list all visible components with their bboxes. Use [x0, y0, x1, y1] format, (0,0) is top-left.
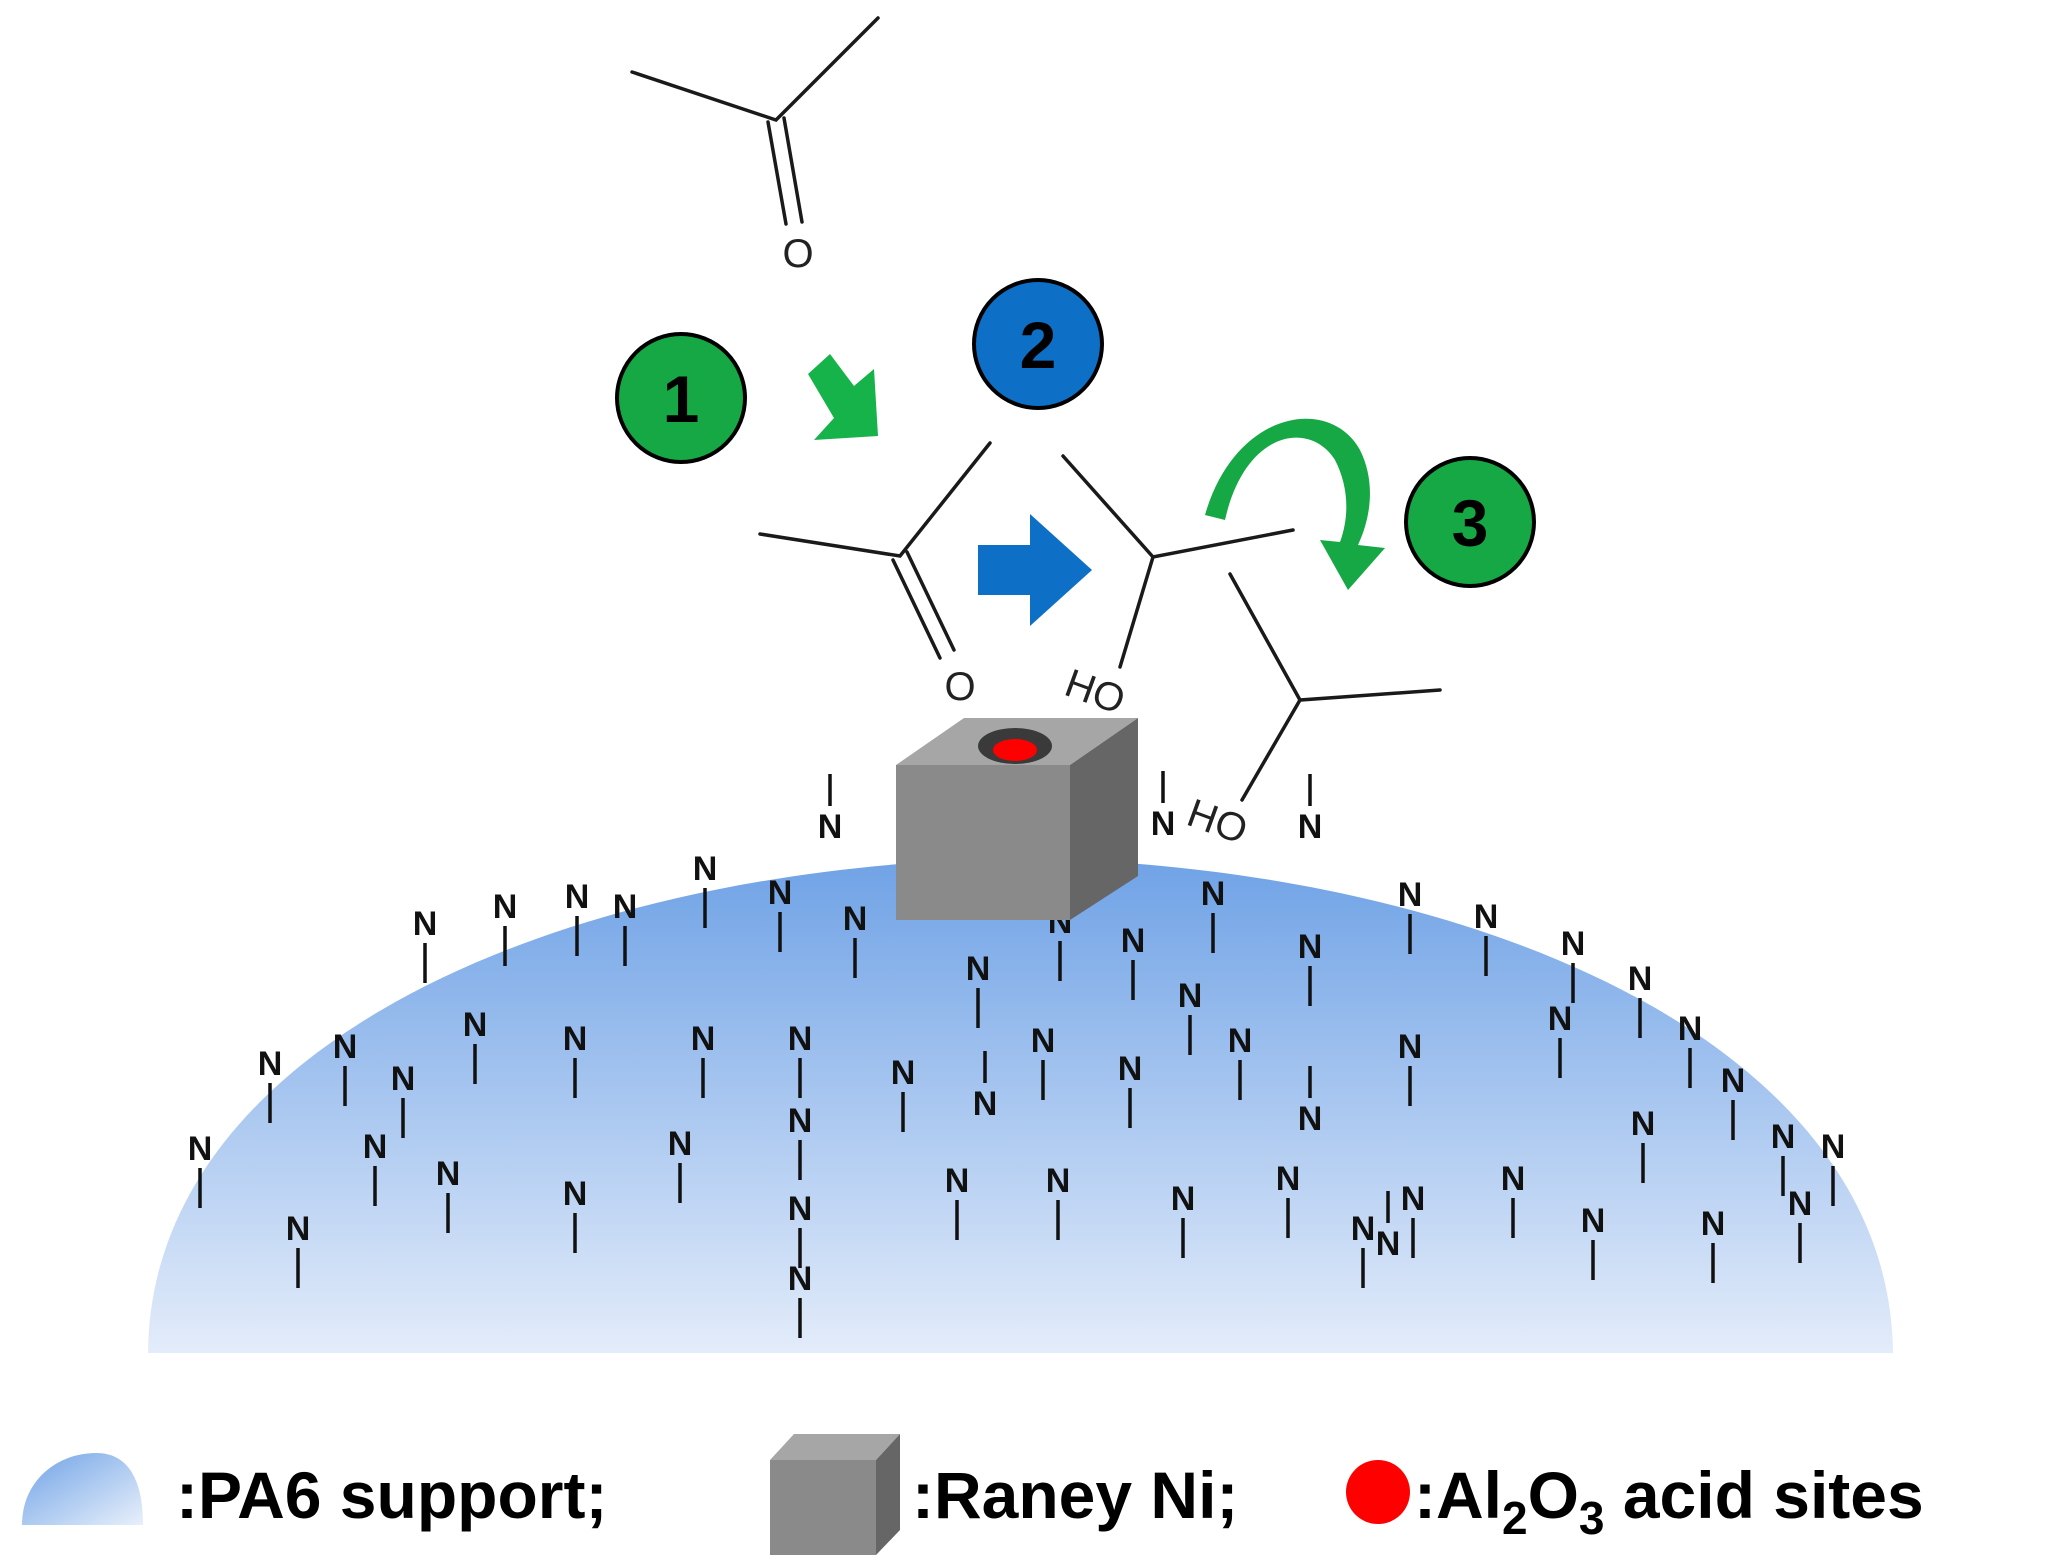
legend-raney-icon: [770, 1434, 900, 1555]
n-atom: N: [363, 1128, 388, 1166]
n-atom: N: [1376, 1225, 1401, 1263]
n-atom: N: [1121, 922, 1146, 960]
n-atom: N: [1771, 1118, 1796, 1156]
legend-support-label: :PA6 support;: [176, 1458, 607, 1532]
n-atom: N: [391, 1060, 416, 1098]
step-3-label: 3: [1452, 486, 1489, 560]
n-atom: N: [413, 905, 438, 943]
n-atom: N: [613, 888, 638, 926]
acetone-molecule: O: [630, 16, 880, 276]
isopropanol-molecule: HO: [1059, 454, 1295, 723]
n-atom: N: [1298, 808, 1323, 846]
n-atom: N: [436, 1155, 461, 1193]
n-atom: N: [1276, 1160, 1301, 1198]
n-atom: N: [843, 900, 868, 938]
n-atom: N: [493, 888, 518, 926]
n-atom: N: [693, 850, 718, 888]
adsorbed-oxygen: O: [944, 665, 975, 709]
step-3-curved-arrow-icon: [1205, 418, 1385, 590]
step-1-circle: [615, 332, 747, 464]
n-atom: N: [563, 1020, 588, 1058]
n-atom: N: [1788, 1185, 1813, 1223]
raney-ni-cube: [896, 718, 1138, 920]
n-atom: N: [788, 1102, 813, 1140]
n-atom: N: [1351, 1210, 1376, 1248]
n-atom: N: [188, 1130, 213, 1168]
pa6-support-dome: [148, 858, 1893, 1353]
n-atom: N: [1031, 1022, 1056, 1060]
n-atom: N: [818, 808, 843, 846]
n-atom: N: [966, 950, 991, 988]
adsorbed-acetone: O: [758, 441, 992, 709]
n-atom: N: [1201, 875, 1226, 913]
n-atom: N: [1171, 1180, 1196, 1218]
n-atom: N: [1721, 1062, 1746, 1100]
n-atom: N: [1151, 805, 1176, 843]
n-atom: N: [1561, 925, 1586, 963]
n-atom: N: [563, 1175, 588, 1213]
step-1-label: 1: [663, 362, 700, 436]
n-atom: N: [788, 1260, 813, 1298]
step-2-label: 2: [1020, 308, 1057, 382]
legend: :PA6 support; :Raney Ni; :Al2O3 acid sit…: [22, 1434, 1924, 1555]
n-atom: N: [1581, 1202, 1606, 1240]
n-atom: N: [1298, 1100, 1323, 1138]
legend-acid-label: :Al2O3 acid sites: [1414, 1458, 1924, 1544]
n-atom: N: [1628, 960, 1653, 998]
n-atom: N: [258, 1045, 283, 1083]
n-atom: N: [1398, 1028, 1423, 1066]
n-atom: N: [788, 1190, 813, 1228]
step-2-arrow-icon: [978, 514, 1092, 626]
n-atom: N: [1821, 1128, 1846, 1166]
n-atom: N: [691, 1020, 716, 1058]
n-atom: N: [1298, 928, 1323, 966]
n-atom: N: [1548, 1000, 1573, 1038]
n-atom: N: [768, 874, 793, 912]
hydroxyl-1: HO: [1059, 661, 1130, 723]
step-1-arrow-icon: [808, 354, 878, 440]
n-atom: N: [1701, 1205, 1726, 1243]
al2o3-acid-site: [993, 739, 1037, 761]
step-3-circle: [1404, 456, 1536, 588]
n-atom: N: [1228, 1022, 1253, 1060]
n-atom: N: [668, 1125, 693, 1163]
legend-raney-label: :Raney Ni;: [912, 1458, 1238, 1532]
n-atom: N: [1501, 1160, 1526, 1198]
n-atom: N: [565, 878, 590, 916]
acetone-oxygen: O: [782, 232, 813, 276]
legend-support-icon: [22, 1453, 143, 1525]
legend-acid-icon: [1346, 1460, 1410, 1524]
n-atom: N: [1678, 1010, 1703, 1048]
n-atom: N: [1631, 1105, 1656, 1143]
n-atom: N: [333, 1028, 358, 1066]
n-atom: N: [1046, 1162, 1071, 1200]
n-atom: N: [788, 1020, 813, 1058]
n-atom: N: [463, 1006, 488, 1044]
n-atom: N: [1118, 1050, 1143, 1088]
n-atom: N: [1178, 977, 1203, 1015]
n-atom: N: [891, 1054, 916, 1092]
n-atom: N: [945, 1162, 970, 1200]
n-atom: N: [1398, 876, 1423, 914]
n-atom: N: [973, 1085, 998, 1123]
n-atom: N: [1474, 898, 1499, 936]
n-atom: N: [1401, 1180, 1426, 1218]
n-atom: N: [286, 1210, 311, 1248]
step-2-circle: [972, 278, 1104, 410]
